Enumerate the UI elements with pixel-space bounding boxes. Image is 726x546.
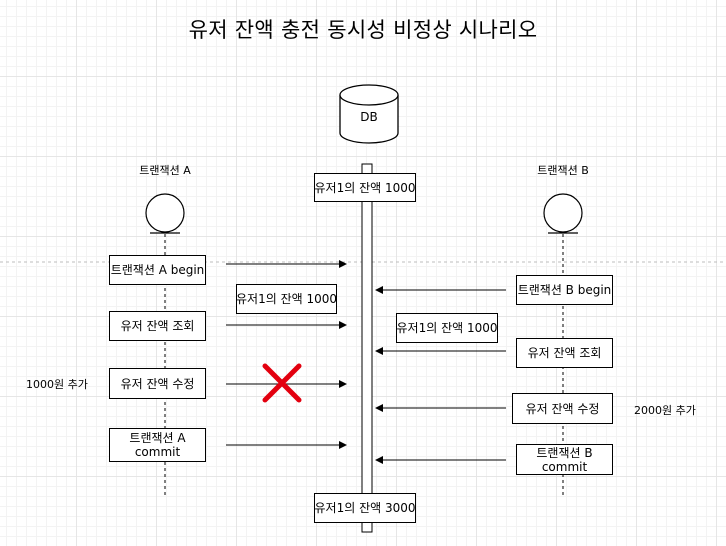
participant-a-label: 트랜잭션 A — [139, 164, 191, 177]
diagram-title: 유저 잔액 충전 동시성 비정상 시나리오 — [188, 18, 538, 42]
b-step-commit: 트랜잭션 B commit — [516, 444, 613, 475]
db-label: DB — [360, 110, 378, 124]
actor-b-icon — [543, 193, 583, 233]
a-side-note: 1000원 추가 — [26, 378, 88, 391]
b-side-note: 2000원 추가 — [634, 404, 696, 417]
b-step-begin: 트랜잭션 B begin — [516, 275, 613, 305]
db-initial-balance: 유저1의 잔액 1000 — [314, 173, 416, 202]
a-step-read: 유저 잔액 조회 — [109, 311, 206, 341]
a-step-begin: 트랜잭션 A begin — [109, 255, 206, 285]
participant-b-label: 트랜잭션 B — [537, 164, 589, 177]
database-icon — [339, 84, 399, 144]
db-activation-bar — [361, 163, 373, 533]
lost-update-x-icon — [262, 363, 302, 403]
a-step-commit: 트랜잭션 A commit — [109, 428, 206, 462]
a-step-update: 유저 잔액 수정 — [109, 368, 206, 399]
a-read-result: 유저1의 잔액 1000 — [236, 284, 337, 314]
b-read-result: 유저1의 잔액 1000 — [396, 313, 498, 343]
b-step-read: 유저 잔액 조회 — [516, 338, 613, 368]
actor-a-icon — [145, 193, 185, 233]
db-final-balance: 유저1의 잔액 3000 — [314, 493, 416, 523]
b-step-update: 유저 잔액 수정 — [512, 393, 613, 424]
